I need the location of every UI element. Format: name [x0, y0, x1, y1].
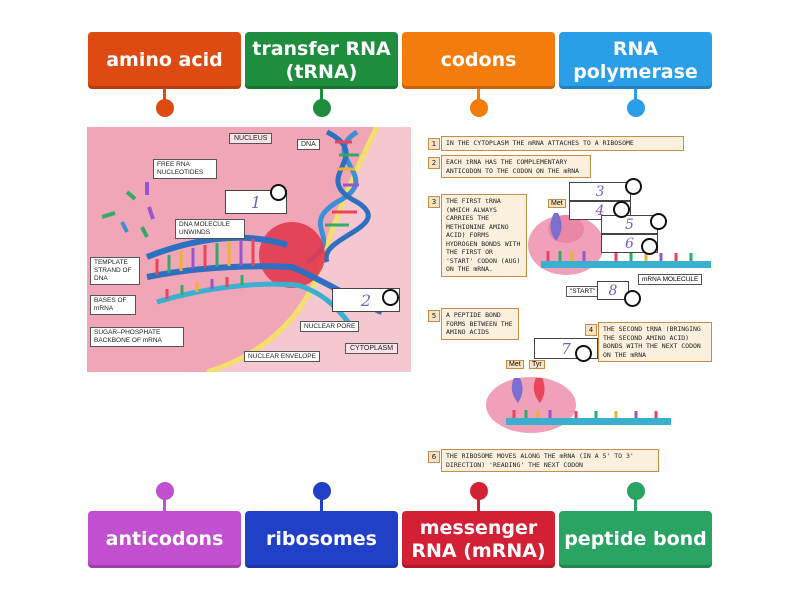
connector-stem: [320, 89, 323, 107]
tile-label: ribosomes: [266, 528, 377, 550]
blank-number: 7: [561, 339, 571, 358]
label-dna: DNA: [297, 139, 320, 150]
label-dna-unwinds: DNA MOLECULE UNWINDS: [175, 219, 245, 239]
tile-codons[interactable]: codons: [402, 32, 555, 89]
drop-target-6[interactable]: [641, 238, 658, 255]
tile-anticodons[interactable]: anticodons: [88, 511, 241, 568]
label-met-2: Met: [506, 360, 524, 369]
connector-stem: [320, 493, 323, 511]
label-template: TEMPLATE STRAND OF DNA: [90, 257, 140, 285]
blank-number: 8: [608, 282, 618, 299]
label-met: Met: [548, 199, 566, 208]
tile-label: messenger RNA (mRNA): [411, 516, 546, 562]
tile-label: codons: [440, 49, 517, 71]
label-mrna-molecule: mRNA MOLECULE: [638, 274, 703, 285]
step-text: IN THE CYTOPLASM THE mRNA ATTACHES TO A …: [441, 136, 684, 151]
connector-stem: [477, 89, 480, 107]
tile-label: peptide bond: [564, 528, 707, 550]
step-number: 6: [428, 451, 440, 463]
connector-dot: [470, 482, 488, 500]
drop-target-4[interactable]: [613, 201, 630, 218]
blank-box-3: 3: [569, 182, 631, 201]
tile-transfer-rna[interactable]: transfer RNA (tRNA): [245, 32, 398, 89]
label-nucleus: NUCLEUS: [229, 133, 273, 144]
label-start: "START": [566, 286, 600, 297]
connector-dot: [156, 482, 174, 500]
tile-label: anticodons: [105, 528, 224, 550]
tile-label: transfer RNA (tRNA): [252, 37, 391, 83]
connector-dot: [627, 99, 645, 117]
drop-target-8[interactable]: [624, 290, 641, 307]
step-text: THE FIRST tRNA (WHICH ALWAYS CARRIES THE…: [441, 194, 527, 277]
drop-target-2[interactable]: [382, 289, 399, 306]
blank-number: 4: [595, 202, 605, 219]
drop-target-7[interactable]: [575, 345, 592, 362]
label-bases: BASES OF mRNA: [90, 295, 136, 315]
tile-label: amino acid: [106, 49, 223, 71]
blank-number: 1: [250, 192, 262, 212]
blank-number: 2: [360, 290, 372, 310]
label-free-rna: FREE RNA NUCLEOTIDES: [153, 159, 217, 179]
connector-stem: [477, 493, 480, 511]
tile-label: RNA polymerase: [573, 37, 698, 83]
connector-stem: [634, 493, 637, 511]
step-number: 4: [585, 324, 597, 336]
tile-peptide-bond[interactable]: peptide bond: [559, 511, 712, 568]
step-text: THE SECOND tRNA (BRINGING THE SECOND AMI…: [598, 322, 712, 362]
tile-messenger-rna[interactable]: messenger RNA (mRNA): [402, 511, 555, 568]
step-number: 2: [428, 157, 440, 169]
tile-rna-polymerase[interactable]: RNA polymerase: [559, 32, 712, 89]
step-text: EACH tRNA HAS THE COMPLEMENTARY ANTICODO…: [441, 155, 591, 178]
connector-dot: [313, 482, 331, 500]
blank-number: 5: [625, 216, 634, 233]
blank-box-1: 1: [225, 190, 287, 214]
step-number: 5: [428, 310, 440, 322]
connector-stem: [163, 89, 166, 107]
blank-number: 3: [595, 183, 605, 200]
label-nuclear-envelope: NUCLEAR ENVELOPE: [244, 351, 320, 362]
connector-stem: [163, 493, 166, 511]
step-number: 3: [428, 196, 440, 208]
label-backbone: SUGAR–PHOSPHATE BACKBONE OF mRNA: [90, 327, 184, 347]
connector-dot: [313, 99, 331, 117]
step-number: 1: [428, 138, 440, 150]
transcription-diagram: NUCLEUS DNA FREE RNA NUCLEOTIDES DNA MOL…: [87, 127, 411, 372]
connector-dot: [470, 99, 488, 117]
connector-stem: [634, 89, 637, 107]
label-tyr: Tyr: [529, 360, 545, 369]
translation-diagram: 1 IN THE CYTOPLASM THE mRNA ATTACHES TO …: [426, 133, 716, 475]
connector-dot: [156, 99, 174, 117]
drop-target-3[interactable]: [625, 178, 642, 195]
tile-ribosomes[interactable]: ribosomes: [245, 511, 398, 568]
connector-dot: [627, 482, 645, 500]
step-text: THE RIBOSOME MOVES ALONG THE mRNA (IN A …: [441, 449, 659, 472]
blank-number: 6: [625, 235, 634, 252]
label-nuclear-pore: NUCLEAR PORE: [300, 321, 360, 332]
drop-target-5[interactable]: [650, 213, 667, 230]
label-cytoplasm: CYTOPLASM: [345, 343, 399, 354]
tile-amino-acid[interactable]: amino acid: [88, 32, 241, 89]
drop-target-1[interactable]: [270, 184, 287, 201]
step-text: A PEPTIDE BOND FORMS BETWEEN THE AMINO A…: [441, 308, 519, 340]
